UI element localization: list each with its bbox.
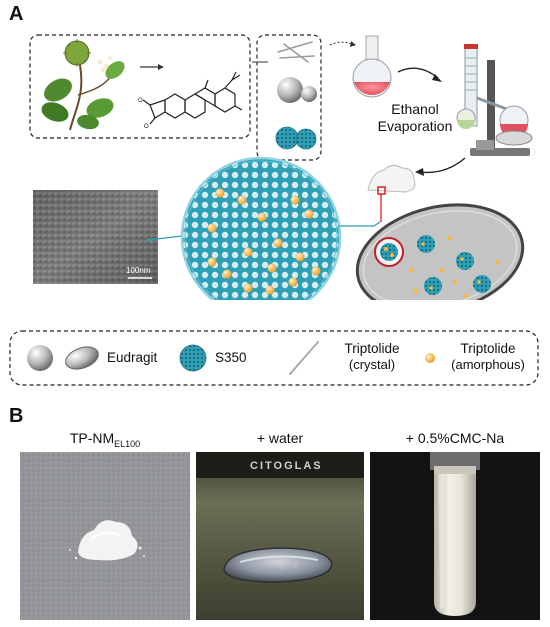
caption-water: + water	[256, 430, 304, 446]
evaporation-label: Evaporation	[377, 118, 453, 134]
powder-pile-icon	[367, 164, 416, 195]
svg-text:O: O	[138, 98, 143, 104]
legend-s350-label: S350	[215, 350, 247, 365]
sem-image	[33, 190, 158, 284]
legend-amorphous-icon	[425, 353, 435, 363]
eudragit-spheres-icon	[277, 77, 317, 103]
photo-powder	[20, 452, 190, 620]
legend-amorphous-line1: Triptolide	[460, 341, 516, 356]
panel-a-diagram: O O	[29, 34, 533, 300]
s350-particles-in-matrix	[417, 235, 491, 295]
s350-spheres-icon	[275, 126, 317, 150]
rotary-evaporator-icon	[456, 44, 533, 156]
amorphous-drug-dots	[207, 188, 321, 295]
caption-powder: TP-NMEL100	[20, 430, 190, 449]
source-box	[29, 34, 251, 139]
flask-icon	[352, 35, 392, 98]
caption-powder-sub: EL100	[114, 438, 141, 449]
caption-cmc: + 0.5%CMC-Na	[405, 430, 505, 446]
legend-crystal-label: Triptolide (crystal)	[331, 341, 413, 373]
legend-amorphous-label: Triptolide (amorphous)	[440, 341, 536, 373]
highlighted-s350-particle	[374, 237, 404, 267]
crystal-needles-icon	[277, 41, 315, 63]
glass-brand-label: CITOGLAS	[250, 460, 323, 472]
photo-water	[196, 452, 364, 620]
legend-crystal-icon	[289, 341, 319, 375]
panel-b-label: B	[9, 405, 24, 427]
legend-eudragit-label: Eudragit	[107, 350, 158, 365]
sem-scale-label: 100nm	[126, 266, 151, 275]
legend-s350-icon	[179, 344, 207, 372]
free-drug-dots	[408, 235, 500, 299]
arrow-to-powder	[419, 157, 466, 174]
dotted-arrow-to-flask	[329, 41, 353, 46]
panel-a-label: A	[9, 3, 24, 25]
photo-suspension	[370, 452, 540, 620]
svg-text:O: O	[144, 124, 149, 130]
arrow-to-evaporator	[397, 67, 439, 79]
legend-eudragit-icon	[27, 345, 99, 371]
legend-amorphous-line2: (amorphous)	[451, 357, 525, 372]
plant-icon	[41, 39, 125, 131]
ethanol-evaporation-label: Ethanol Evaporation	[372, 101, 458, 135]
mesoporous-sphere-zoom	[180, 156, 342, 300]
legend-crystal-line1: Triptolide	[344, 341, 400, 356]
arrow-to-molecule	[140, 64, 164, 70]
ingredients-box	[256, 34, 322, 161]
molecule-structure-icon	[142, 71, 243, 125]
legend-crystal-line2: (crystal)	[348, 357, 396, 372]
caption-powder-main: TP-NM	[69, 430, 115, 446]
legend-box	[9, 330, 539, 386]
ethanol-label: Ethanol	[391, 101, 439, 117]
